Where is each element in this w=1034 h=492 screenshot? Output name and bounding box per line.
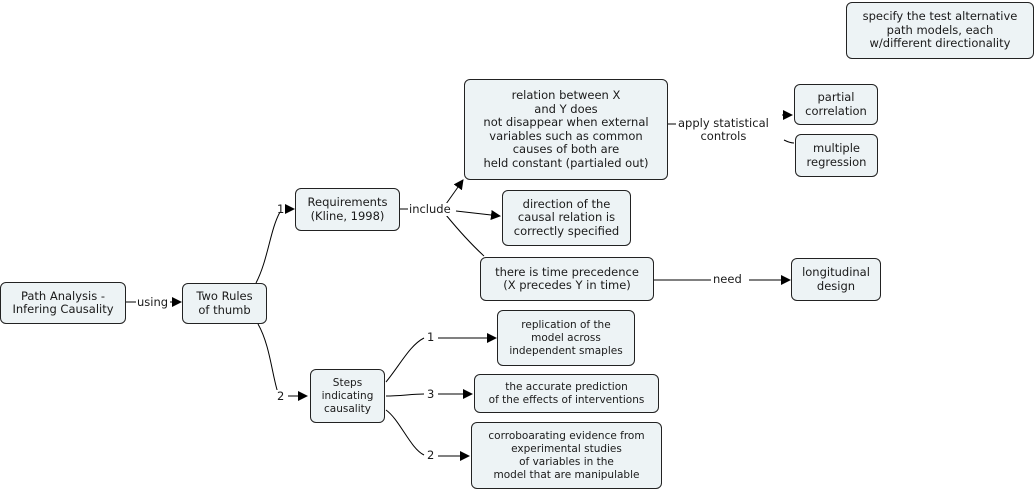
- connector-include-direction: [455, 210, 501, 220]
- connector-steps-2: [385, 409, 425, 456]
- node-multiple-regression[interactable]: multiple regression: [795, 134, 878, 177]
- connector-tworules-1: [255, 211, 281, 284]
- connector-steps-1: [385, 337, 425, 383]
- node-relation[interactable]: relation between X and Y does not disapp…: [464, 79, 668, 180]
- link-label-include: include: [408, 202, 452, 216]
- connector-tworules-2: [257, 323, 279, 394]
- node-corroborating[interactable]: corroboarating evidence from experimenta…: [471, 422, 662, 489]
- link-label-apply-controls: apply statistical controls: [677, 116, 770, 143]
- node-path-analysis[interactable]: Path Analysis - Infering Causality: [0, 282, 126, 324]
- link-label-step-1: 1: [426, 330, 436, 344]
- link-label-step-3: 3: [426, 387, 436, 401]
- node-replication[interactable]: replication of the model across independ…: [497, 310, 635, 366]
- connector-include-relation: [445, 179, 464, 205]
- node-longitudinal-design[interactable]: longitudinal design: [791, 258, 881, 301]
- node-time-precedence[interactable]: there is time precedence (X precedes Y i…: [480, 257, 654, 301]
- link-label-rule-1: 1: [277, 202, 285, 216]
- node-specify-models[interactable]: specify the test alternative path models…: [846, 2, 1034, 59]
- node-steps[interactable]: Steps indicating causality: [310, 369, 385, 423]
- link-label-need: need: [712, 272, 743, 286]
- node-direction[interactable]: direction of the causal relation is corr…: [502, 190, 631, 246]
- connector-controls-multiple: [783, 139, 795, 144]
- connector-include-time: [445, 214, 485, 257]
- node-requirements[interactable]: Requirements (Kline, 1998): [295, 188, 400, 231]
- connector-steps-3: [385, 393, 425, 397]
- link-label-using: using: [136, 295, 170, 309]
- link-label-step-2: 2: [426, 448, 436, 462]
- node-two-rules[interactable]: Two Rules of thumb: [182, 283, 267, 324]
- node-partial-correlation[interactable]: partial correlation: [794, 84, 878, 125]
- node-prediction[interactable]: the accurate prediction of the effects o…: [474, 374, 659, 413]
- link-label-rule-2: 2: [276, 389, 286, 403]
